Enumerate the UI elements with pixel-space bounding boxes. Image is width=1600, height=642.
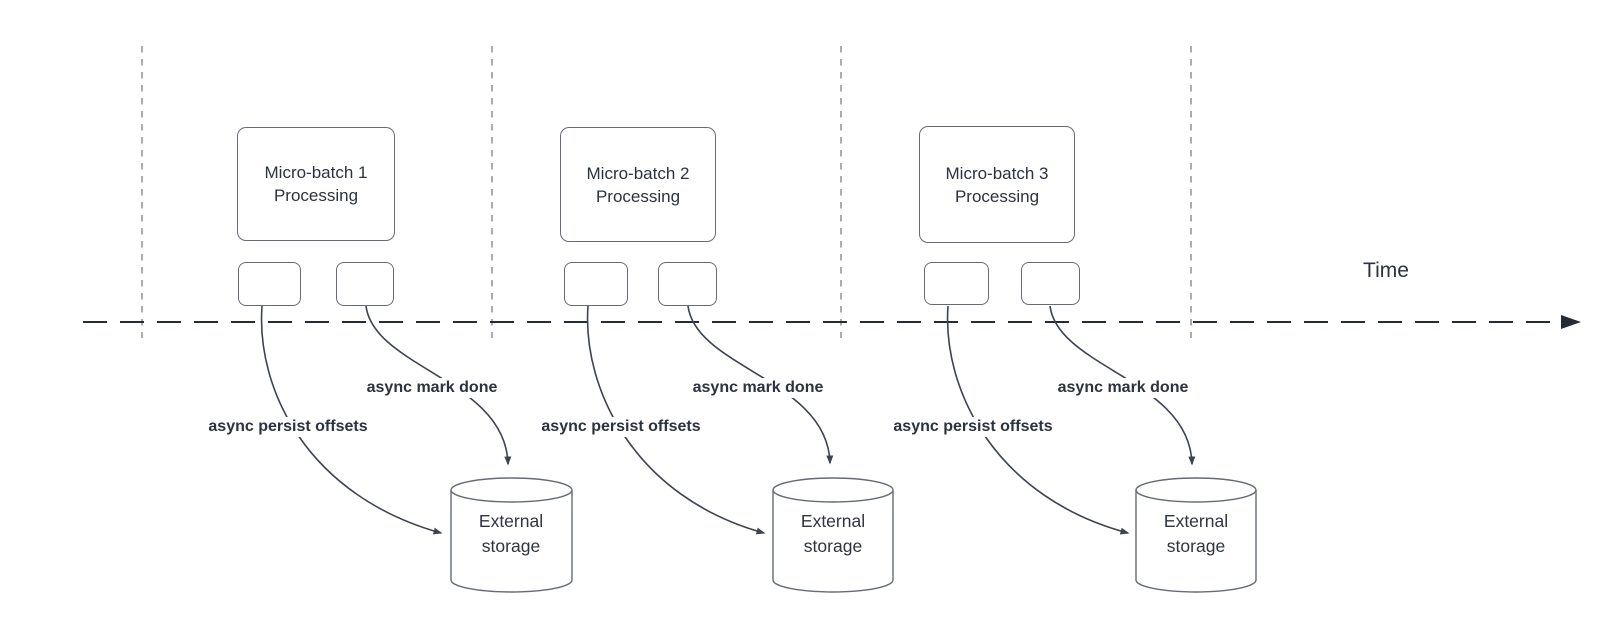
batch-3-chip-done <box>1021 262 1080 305</box>
persist-offsets-arrow-1 <box>260 305 443 535</box>
batch-2-chip-persist <box>564 262 628 306</box>
persist-offsets-label-3: async persist offsets <box>889 417 1057 437</box>
persist-offsets-label-1: async persist offsets <box>204 417 372 437</box>
batch-1-chip-persist <box>238 262 301 306</box>
persist-offsets-arrow-2 <box>586 305 766 535</box>
mark-done-arrow-1 <box>365 305 512 466</box>
mark-done-label-3: async mark done <box>1053 378 1193 398</box>
external-storage-cylinder-1 <box>450 477 573 593</box>
mark-done-label-1: async mark done <box>362 378 502 398</box>
time-axis-arrowhead <box>1561 315 1581 329</box>
external-storage-label-3: External storage <box>1163 511 1229 556</box>
mark-done-label-2: async mark done <box>688 378 828 398</box>
batch-2-chip-done <box>658 262 717 306</box>
batch-3-chip-persist <box>924 262 989 305</box>
external-storage-cylinder-2 <box>772 477 894 593</box>
batch-1-chip-done <box>336 262 394 306</box>
persist-offsets-arrow-3 <box>946 305 1130 535</box>
external-storage-label-1: External storage <box>478 511 544 556</box>
persist-offsets-label-2: async persist offsets <box>537 417 705 437</box>
mark-done-arrow-3 <box>1049 305 1196 466</box>
micro-batch-3-box: Micro-batch 3 Processing <box>919 126 1075 243</box>
external-storage-cylinder-3 <box>1135 477 1257 593</box>
time-axis-label: Time <box>1363 259 1409 282</box>
external-storage-label-2: External storage <box>800 511 866 556</box>
micro-batch-2-box: Micro-batch 2 Processing <box>560 127 716 242</box>
mark-done-arrow-2 <box>687 305 834 465</box>
micro-batch-1-box: Micro-batch 1 Processing <box>237 127 395 241</box>
